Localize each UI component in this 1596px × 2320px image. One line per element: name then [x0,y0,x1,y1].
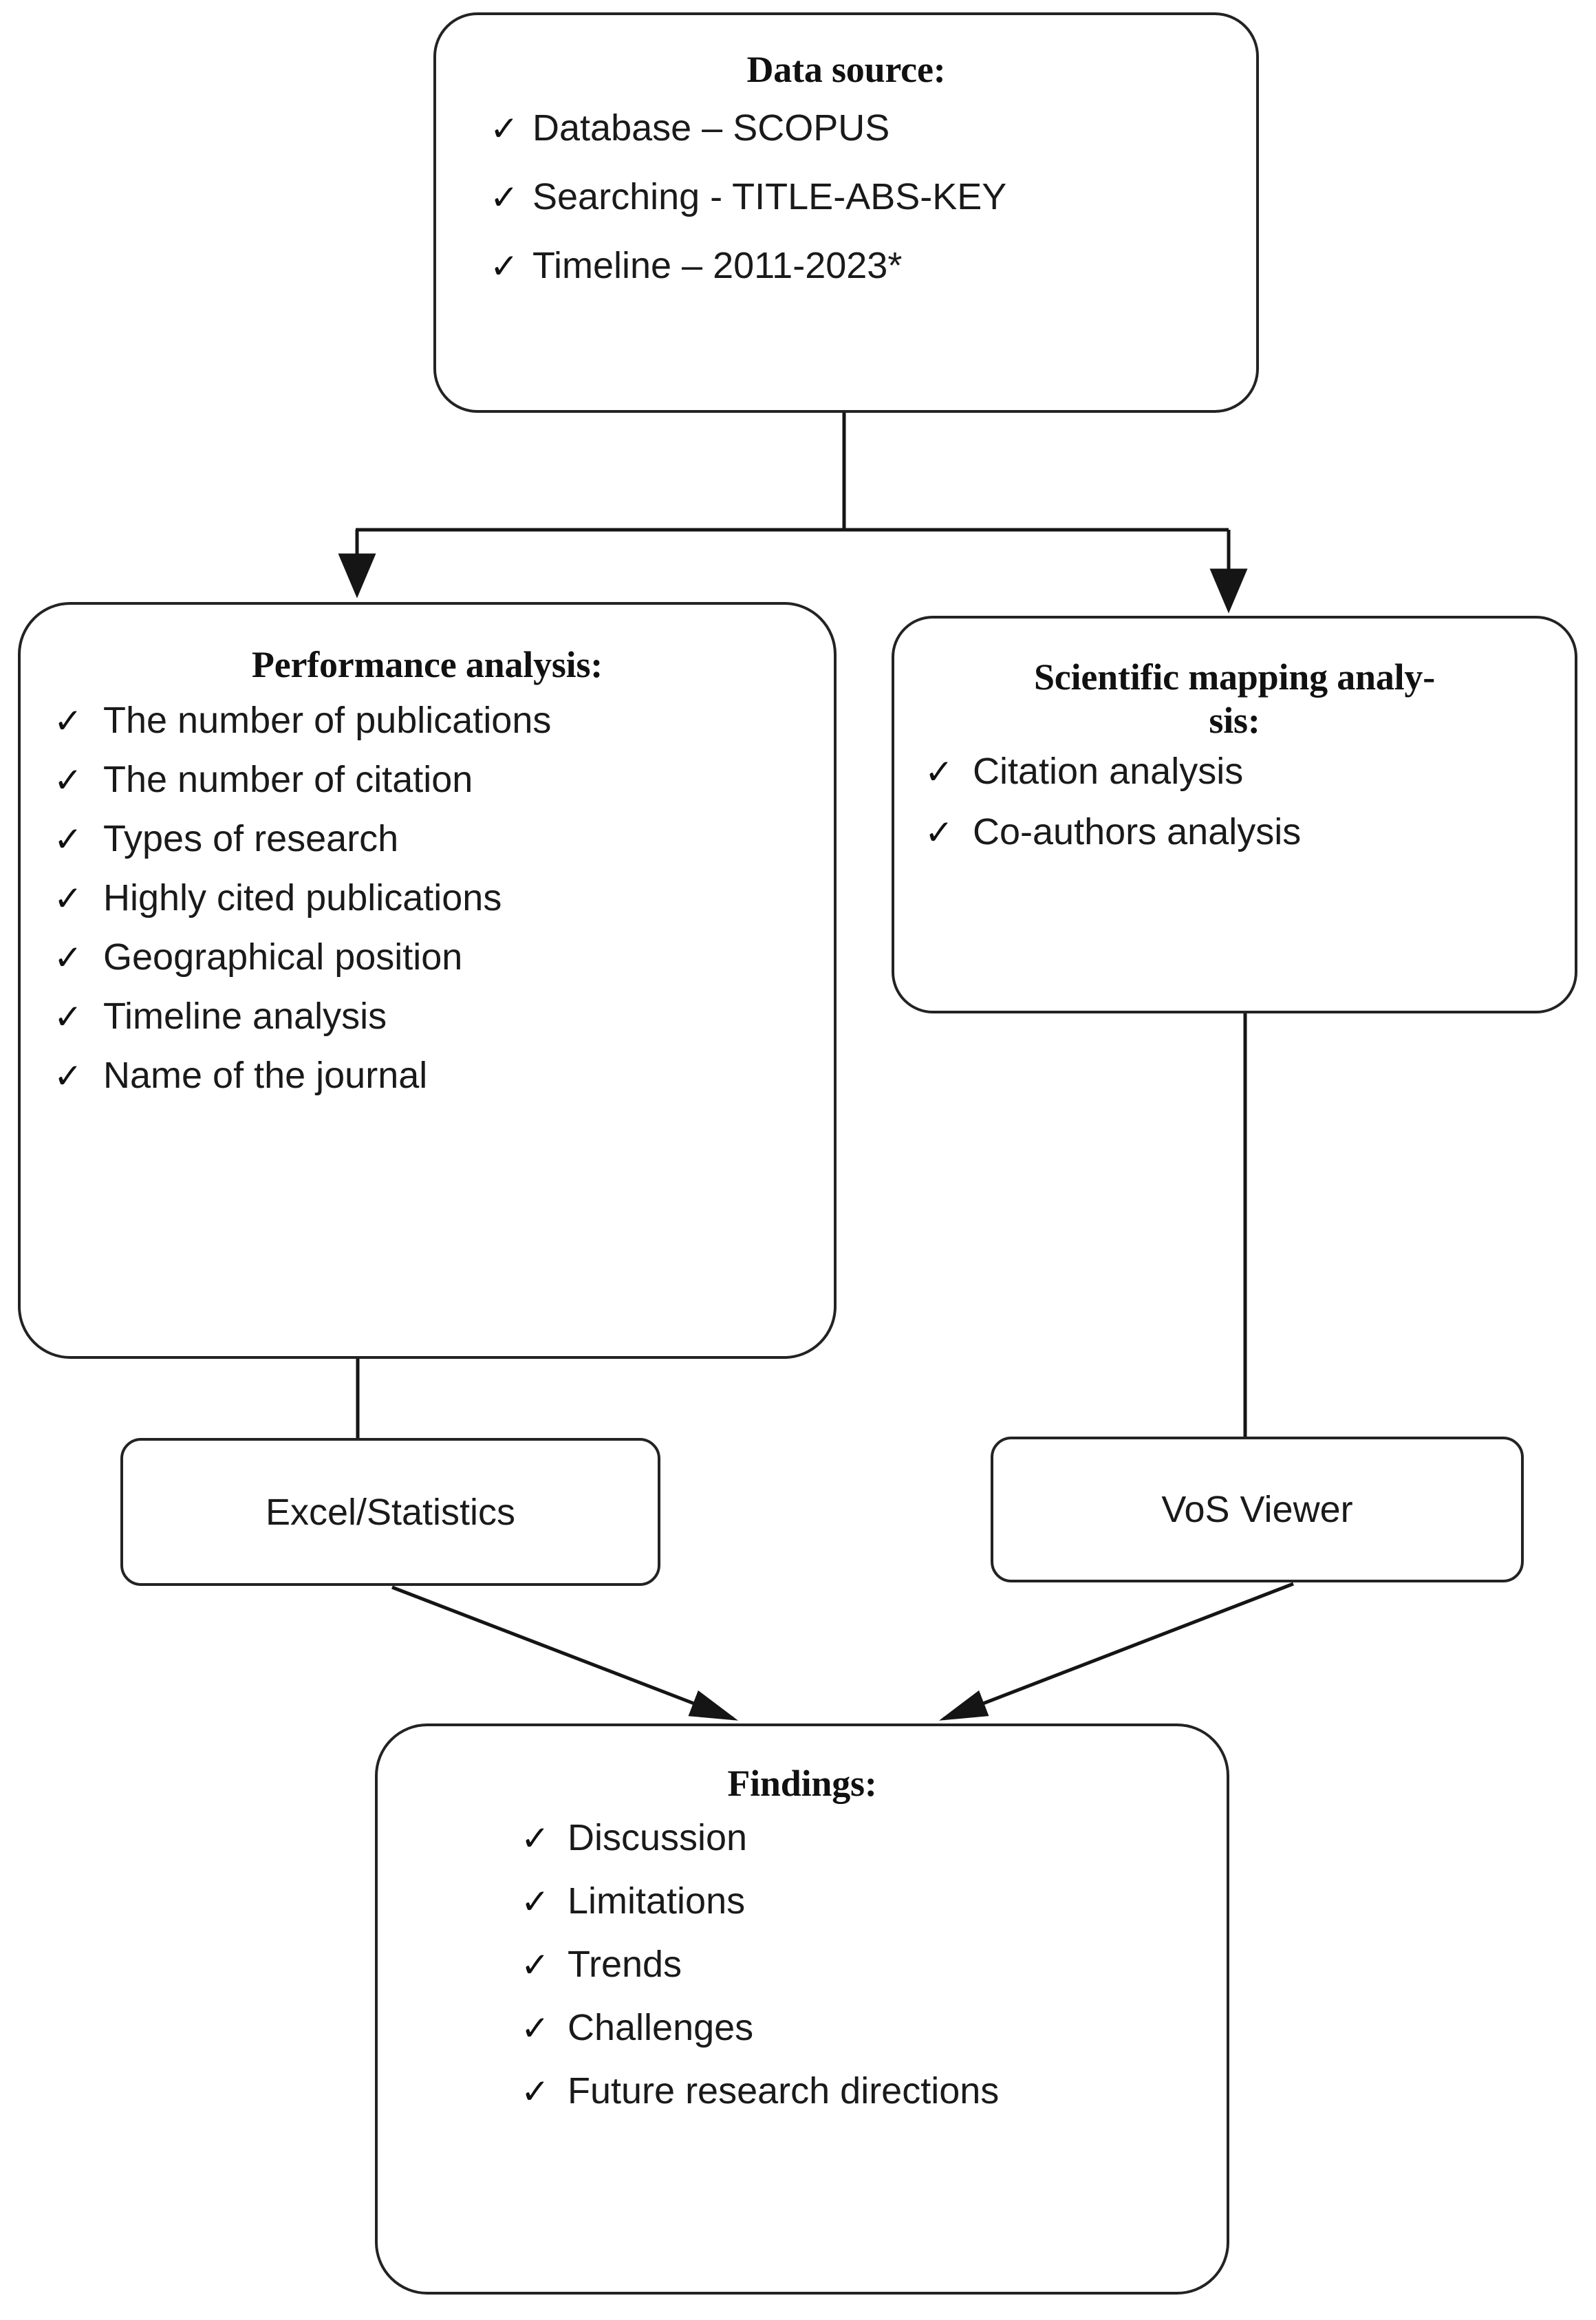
list-item: ✓ The number of publications [54,702,834,739]
node-performance-title: Performance analysis: [251,644,603,685]
node-mapping-title-line2: sis: [1209,699,1260,741]
list-item-label: The number of citation [103,758,473,800]
check-icon: ✓ [521,2008,550,2048]
check-icon: ✓ [925,752,953,793]
check-icon: ✓ [521,1881,550,1922]
node-mapping-title-line1: Scientific mapping analy- [1033,656,1436,698]
list-item: ✓ Highly cited publications [54,879,834,916]
list-item: ✓ Discussion [521,1819,1227,1856]
list-item: ✓ Types of research [54,820,834,857]
list-item: ✓ Name of the journal [54,1057,834,1094]
list-item-label: Name of the journal [103,1054,428,1096]
node-excel-label: Excel/Statistics [265,1491,516,1533]
check-icon: ✓ [521,1944,550,1985]
list-item-label: Co-authors analysis [973,811,1302,853]
check-icon: ✓ [490,108,519,149]
list-item-label: Future research directions [568,2070,1000,2112]
data-source-list: ✓ Database – SCOPUS ✓ Searching - TITLE-… [436,109,1256,284]
list-item-label: Timeline analysis [103,995,387,1037]
check-icon: ✓ [54,996,83,1037]
list-item: ✓ Timeline – 2011-2023* [490,247,1256,284]
findings-list: ✓ Discussion ✓ Limitations ✓ Trends ✓ Ch… [378,1819,1227,2109]
check-icon: ✓ [54,937,83,978]
list-item: ✓ Citation analysis [925,753,1575,790]
check-icon: ✓ [54,1055,83,1096]
list-item: ✓ Timeline analysis [54,998,834,1035]
list-item-label: Limitations [568,1880,746,1922]
list-item: ✓ The number of citation [54,761,834,798]
list-item-label: The number of publications [103,699,552,741]
check-icon: ✓ [521,1818,550,1858]
node-vos-viewer[interactable]: VoS Viewer [991,1437,1524,1582]
node-excel-statistics[interactable]: Excel/Statistics [120,1438,660,1586]
check-icon: ✓ [490,177,519,217]
check-icon: ✓ [54,760,83,800]
list-item-label: Searching - TITLE-ABS-KEY [532,175,1007,217]
list-item: ✓ Searching - TITLE-ABS-KEY [490,178,1256,215]
list-item: ✓ Geographical position [54,938,834,976]
list-item: ✓ Challenges [521,2009,1227,2046]
list-item-label: Geographical position [103,936,463,978]
list-item: ✓ Database – SCOPUS [490,109,1256,147]
list-item-label: Discussion [568,1816,748,1858]
check-icon: ✓ [490,246,519,286]
list-item-label: Highly cited publications [103,877,502,919]
edge-excel-to-findings [391,1585,738,1721]
check-icon: ✓ [521,2071,550,2112]
check-icon: ✓ [925,813,953,853]
list-item-label: Challenges [568,2006,754,2048]
list-item-label: Types of research [103,817,399,859]
list-item-label: Timeline – 2011-2023* [532,244,903,286]
list-item-label: Database – SCOPUS [532,107,890,149]
performance-list: ✓ The number of publications ✓ The numbe… [21,702,834,1094]
node-findings-title: Findings: [727,1763,877,1804]
edge-vos-to-findings [939,1582,1294,1721]
list-item: ✓ Future research directions [521,2072,1227,2109]
list-item-label: Trends [568,1943,682,1985]
node-data-source[interactable]: Data source: ✓ Database – SCOPUS ✓ Searc… [433,12,1259,413]
node-findings[interactable]: Findings: ✓ Discussion ✓ Limitations ✓ T… [375,1723,1229,2295]
list-item: ✓ Limitations [521,1882,1227,1920]
node-scientific-mapping-analysis[interactable]: Scientific mapping analy- sis: ✓ Citatio… [892,616,1577,1013]
mapping-list: ✓ Citation analysis ✓ Co-authors analysi… [894,753,1575,850]
node-mapping-title: Scientific mapping analy- sis: [909,656,1560,742]
check-icon: ✓ [54,819,83,859]
node-data-source-title: Data source: [746,49,946,90]
list-item: ✓ Co-authors analysis [925,813,1575,850]
check-icon: ✓ [54,878,83,919]
node-vos-label: VoS Viewer [1161,1489,1353,1530]
check-icon: ✓ [54,700,83,741]
list-item-label: Citation analysis [973,751,1244,793]
node-performance-analysis[interactable]: Performance analysis: ✓ The number of pu… [18,602,837,1359]
list-item: ✓ Trends [521,1946,1227,1983]
